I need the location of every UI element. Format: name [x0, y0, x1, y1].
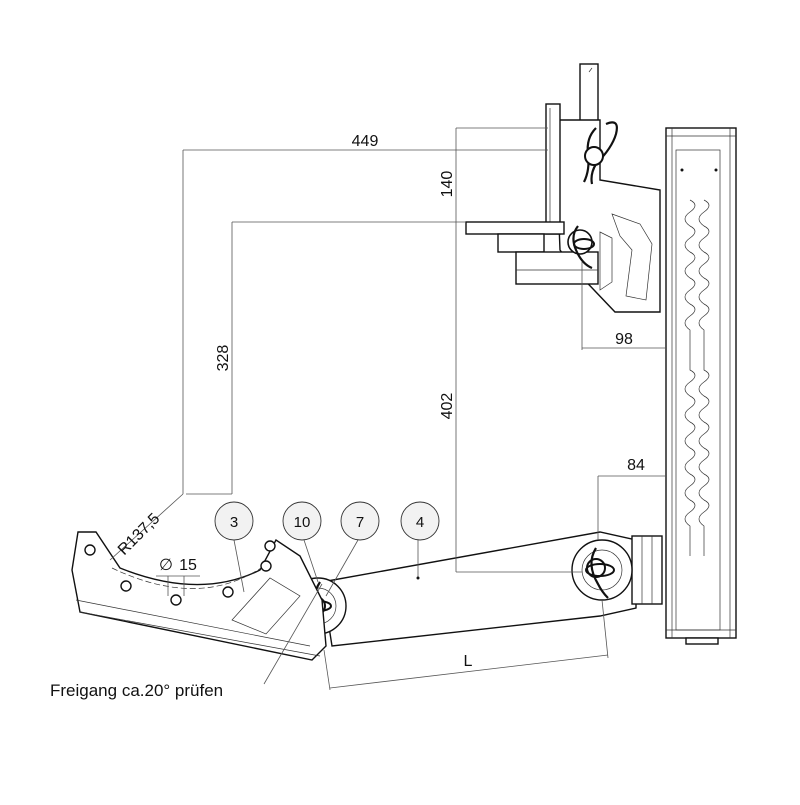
dimension-449: 449: [352, 133, 379, 150]
vertical-rail: [665, 127, 737, 645]
balloon-4: 4: [400, 501, 440, 541]
balloon-10: 10: [282, 501, 322, 541]
dimension-length: L: [464, 653, 473, 670]
lower-arm: [289, 531, 663, 647]
dimension-140: 140: [439, 171, 456, 198]
dimension-diameter-15: 15: [179, 557, 197, 574]
dimension-98: 98: [615, 331, 633, 348]
svg-text:10: 10: [294, 514, 311, 531]
dimension-lines: [109, 127, 666, 691]
dimension-328: 328: [215, 345, 232, 372]
diameter-symbol: ∅: [159, 557, 173, 574]
balloon-7: 7: [340, 501, 380, 541]
note-clearance: Freigang ca.20° prüfen: [50, 681, 223, 700]
svg-text:3: 3: [230, 514, 238, 531]
balloon-3: 3: [214, 501, 254, 541]
top-bracket-assembly: [465, 63, 661, 313]
angle-plate: [71, 531, 327, 661]
svg-text:4: 4: [416, 514, 424, 531]
svg-text:7: 7: [356, 514, 364, 531]
dimension-radius: R137,5: [115, 510, 164, 559]
dimension-402: 402: [439, 393, 456, 420]
dimension-84: 84: [627, 457, 645, 474]
